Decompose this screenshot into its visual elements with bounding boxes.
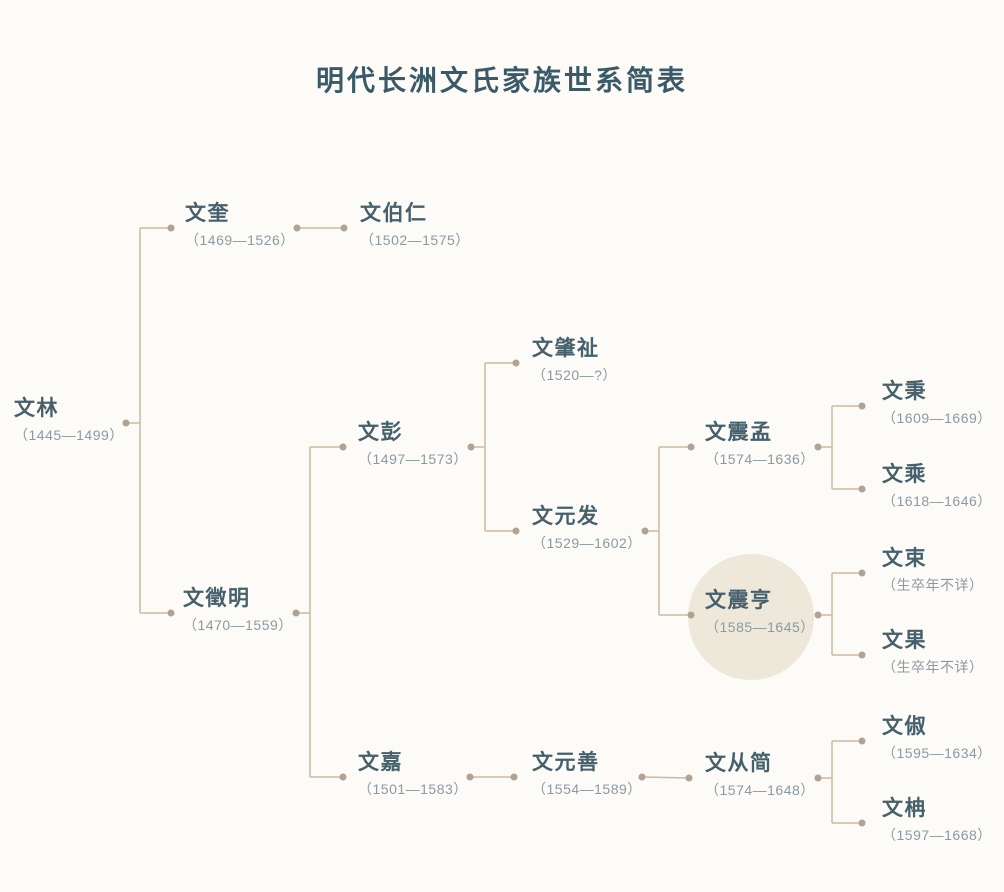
connector-dot: [814, 774, 822, 782]
tree-node-wencheng: 文乘 （1618—1646）: [882, 462, 992, 511]
connector-dot: [293, 224, 301, 232]
tree-node-wenzhengming: 文徵明 （1470—1559）: [183, 586, 293, 635]
person-name: 文果: [882, 629, 927, 652]
tree-node-wenboren: 文伯仁 （1502—1575）: [360, 201, 470, 250]
person-name: 文彭: [358, 421, 403, 444]
person-dates: （1574—1648）: [705, 782, 815, 798]
person-name: 文震亨: [705, 589, 773, 612]
connector-dot: [512, 527, 520, 535]
person-dates: （1585—1645）: [705, 619, 815, 635]
connector-dot: [339, 773, 347, 781]
tree-node-wenbing: 文秉 （1609—1669）: [882, 379, 992, 428]
person-name: 文束: [882, 547, 927, 570]
person-name: 文嘉: [358, 751, 403, 774]
person-dates: （1609—1669）: [882, 410, 992, 426]
tree-node-wenpeng: 文彭 （1497—1573）: [358, 420, 468, 469]
person-dates: （1469—1526）: [185, 232, 295, 248]
tree-node-wencongjian: 文从简 （1574—1648）: [705, 751, 815, 800]
connector-dot: [340, 224, 348, 232]
connector-dot: [641, 527, 649, 535]
connector-lines: [126, 227, 862, 824]
tree-node-wenchu: 文俶 （1595—1634）: [882, 714, 992, 763]
person-name: 文元发: [532, 505, 600, 528]
person-name: 文俶: [882, 715, 927, 738]
tree-node-wenguo: 文果 （生卒年不详）: [882, 628, 984, 677]
tree-node-wennan: 文柟 （1597—1668）: [882, 796, 992, 845]
connector-dot: [858, 485, 866, 493]
tree-node-wenjia: 文嘉 （1501—1583）: [358, 750, 468, 799]
connector-dot: [858, 737, 866, 745]
person-dates: （1574—1636）: [705, 451, 815, 467]
highlight-circle: [688, 554, 814, 680]
connector-dot: [858, 402, 866, 410]
connector-dot: [687, 443, 695, 451]
connector-dot: [167, 609, 175, 617]
person-dates: （1520—?）: [532, 367, 617, 383]
tree-node-wenzhaozhi: 文肇祉 （1520—?）: [532, 336, 617, 385]
person-dates: （1554—1589）: [532, 781, 642, 797]
tree-node-wenyuanfa: 文元发 （1529—1602）: [532, 504, 642, 553]
connector-dot: [858, 651, 866, 659]
person-name: 文从简: [705, 752, 773, 775]
person-dates: （生卒年不详）: [882, 577, 984, 593]
person-dates: （1529—1602）: [532, 535, 642, 551]
connector-dot: [339, 443, 347, 451]
connector-dot: [292, 609, 300, 617]
chart-title: 明代长洲文氏家族世系简表: [315, 64, 688, 96]
person-dates: （1597—1668）: [882, 827, 992, 843]
connector-dot: [466, 773, 474, 781]
person-name: 文乘: [882, 463, 927, 486]
tree-node-wenlin: 文林 （1445—1499）: [14, 396, 124, 445]
tree-node-wenzhenmeng: 文震孟 （1574—1636）: [705, 420, 815, 469]
tree-node-wenyuanshan: 文元善 （1554—1589）: [532, 750, 642, 799]
tree-node-wenshu: 文束 （生卒年不详）: [882, 546, 984, 595]
tree-node-wenzhenheng: 文震亨 （1585—1645）: [705, 588, 815, 637]
connector-dot: [687, 611, 695, 619]
connector-dot: [638, 773, 646, 781]
person-dates: （1595—1634）: [882, 745, 992, 761]
person-name: 文柟: [882, 797, 927, 820]
person-name: 文徵明: [183, 587, 251, 610]
connector-dot: [512, 359, 520, 367]
person-name: 文秉: [882, 380, 927, 403]
connector-dot: [814, 611, 822, 619]
person-name: 文震孟: [705, 421, 773, 444]
connector-dot: [510, 773, 518, 781]
connector-dot: [685, 774, 693, 782]
connector-dot: [814, 443, 822, 451]
person-dates: （1502—1575）: [360, 232, 470, 248]
tree-node-wenkui: 文奎 （1469—1526）: [185, 201, 295, 250]
connector-dot: [858, 569, 866, 577]
person-name: 文奎: [185, 202, 230, 225]
person-dates: （1470—1559）: [183, 617, 293, 633]
person-name: 文林: [14, 397, 59, 420]
connector-dot: [858, 819, 866, 827]
person-dates: （1501—1583）: [358, 781, 468, 797]
connector-dot: [167, 224, 175, 232]
person-name: 文伯仁: [360, 202, 428, 225]
person-dates: （1618—1646）: [882, 493, 992, 509]
person-dates: （1445—1499）: [14, 427, 124, 443]
person-dates: （生卒年不详）: [882, 659, 984, 675]
person-name: 文肇祉: [532, 337, 600, 360]
connector-dot: [467, 443, 475, 451]
connector-dot: [122, 419, 130, 427]
person-dates: （1497—1573）: [358, 451, 468, 467]
person-name: 文元善: [532, 751, 600, 774]
